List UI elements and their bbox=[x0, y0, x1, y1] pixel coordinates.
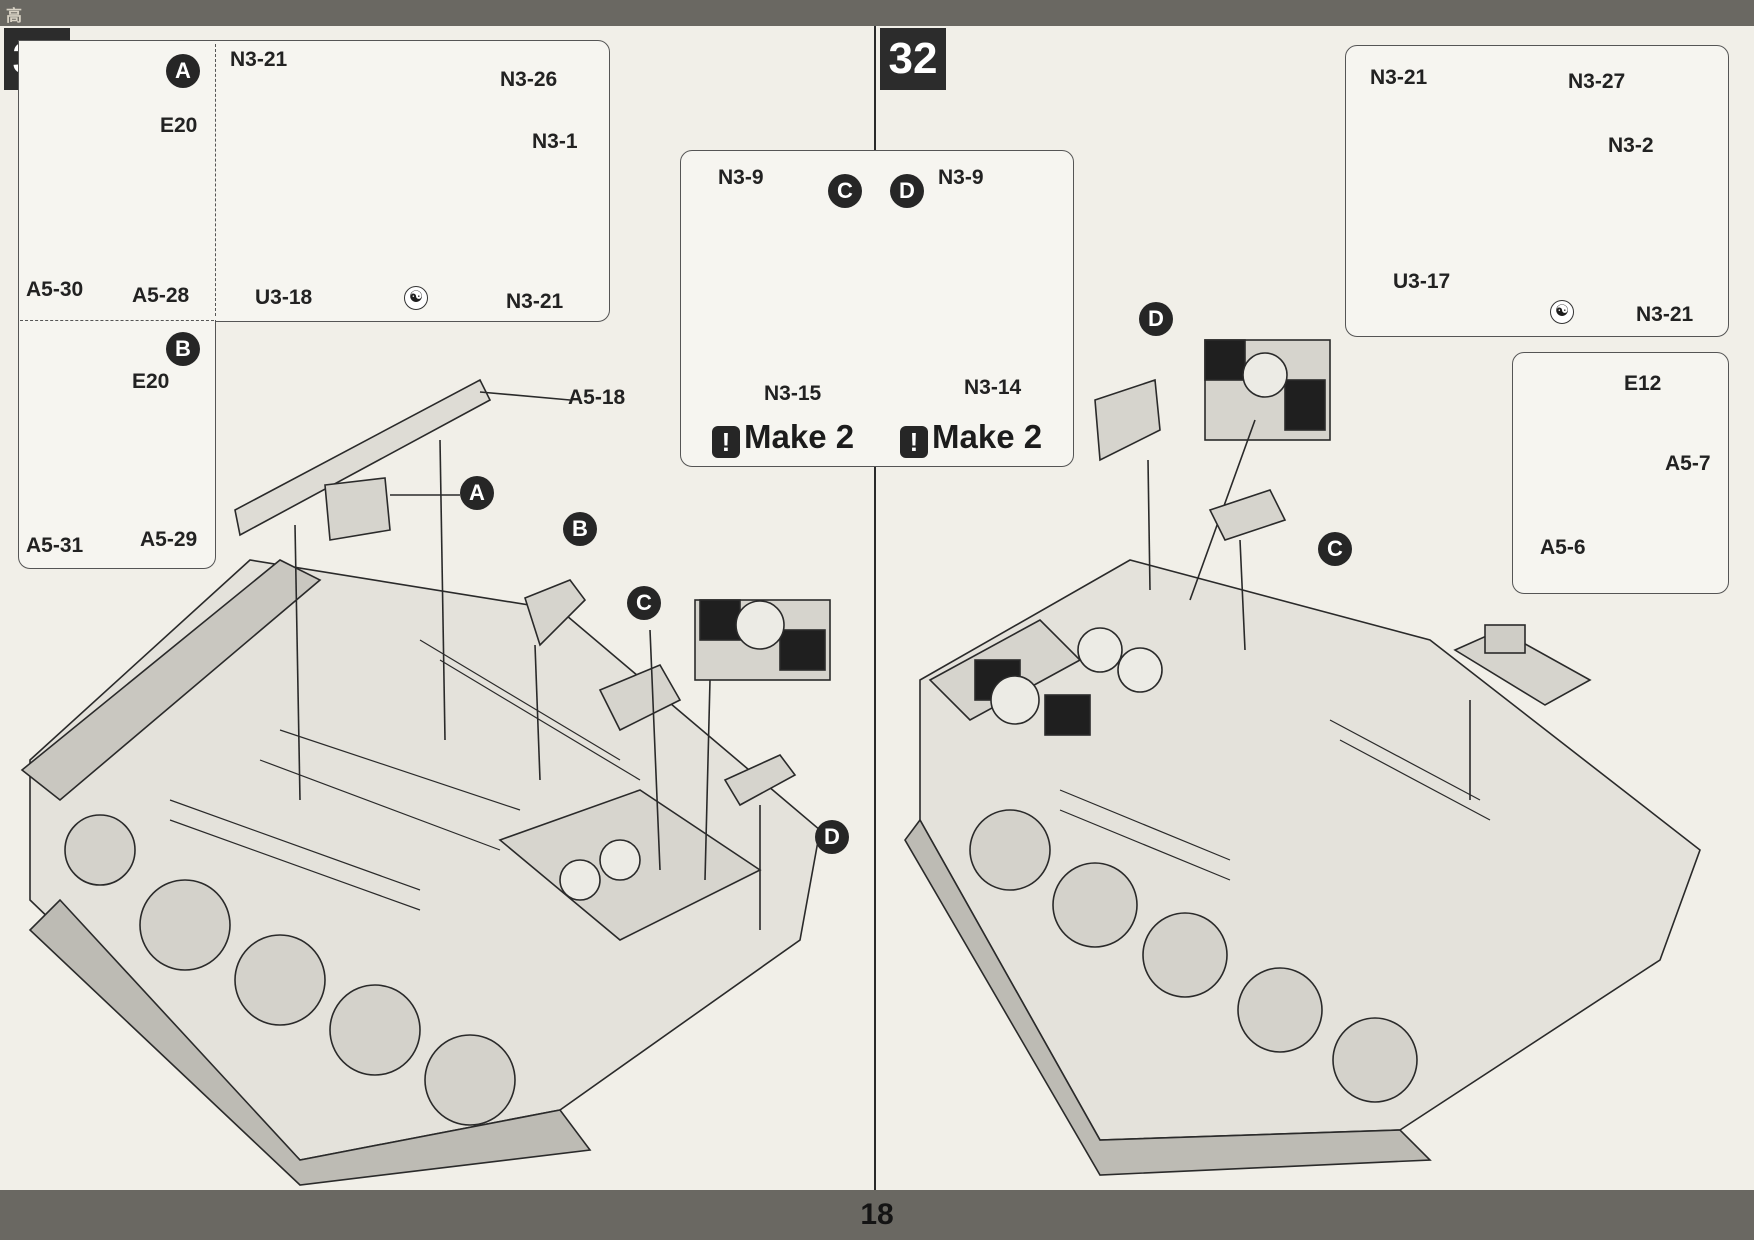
label-u3-17: U3-17 bbox=[1393, 270, 1451, 293]
label-n3-9-c: N3-9 bbox=[718, 166, 764, 189]
main-badge-d-32: D bbox=[1139, 302, 1173, 336]
step-number-32: 32 bbox=[880, 28, 946, 90]
glue-icon: ☯ bbox=[404, 286, 428, 310]
detail-badge-a: A bbox=[166, 54, 200, 88]
label-n3-27: N3-27 bbox=[1568, 70, 1626, 93]
step32-vehicle-drawing bbox=[904, 339, 1701, 1176]
page-number: 18 bbox=[860, 1198, 894, 1231]
label-n3-21-top: N3-21 bbox=[230, 48, 288, 71]
detail-divider-v bbox=[215, 44, 216, 316]
label-n3-21-bottom-32: N3-21 bbox=[1636, 303, 1694, 326]
label-n3-2: N3-2 bbox=[1608, 134, 1654, 157]
label-n3-9-d: N3-9 bbox=[938, 166, 984, 189]
label-a5-7: A5-7 bbox=[1665, 452, 1711, 475]
detail-bubble-32 bbox=[1512, 352, 1729, 594]
main-badge-c-32: C bbox=[1318, 532, 1352, 566]
label-a5-31: A5-31 bbox=[26, 534, 84, 557]
label-n3-21-top-32: N3-21 bbox=[1370, 66, 1428, 89]
main-badge-a: A bbox=[460, 476, 494, 510]
detail-divider-h bbox=[20, 320, 214, 321]
warning-icon: ! bbox=[900, 426, 928, 458]
label-u3-18: U3-18 bbox=[255, 286, 313, 309]
top-band bbox=[0, 0, 1754, 26]
step31-vehicle-drawing bbox=[20, 378, 831, 1186]
make-2-d: !Make 2 bbox=[900, 418, 1042, 458]
sub-badge-c: C bbox=[828, 174, 862, 208]
site-logo: 高 bbox=[6, 8, 24, 25]
detail-badge-b: B bbox=[166, 332, 200, 366]
label-n3-15: N3-15 bbox=[764, 382, 822, 405]
label-e20-a: E20 bbox=[160, 114, 198, 137]
detail-panel-32 bbox=[1345, 45, 1729, 337]
warning-icon: ! bbox=[712, 426, 740, 458]
subassembly-panel bbox=[680, 150, 1074, 467]
main-badge-b: B bbox=[563, 512, 597, 546]
step-divider bbox=[874, 26, 876, 1190]
label-a5-18: A5-18 bbox=[568, 386, 626, 409]
label-n3-14: N3-14 bbox=[964, 376, 1022, 399]
main-badge-c: C bbox=[627, 586, 661, 620]
label-n3-26: N3-26 bbox=[500, 68, 558, 91]
sub-badge-d: D bbox=[890, 174, 924, 208]
label-a5-30: A5-30 bbox=[26, 278, 84, 301]
label-n3-1: N3-1 bbox=[532, 130, 578, 153]
main-badge-d: D bbox=[815, 820, 849, 854]
label-e20-b: E20 bbox=[132, 370, 170, 393]
label-n3-21-bottom: N3-21 bbox=[506, 290, 564, 313]
detail-panel-a bbox=[18, 40, 610, 322]
label-a5-29: A5-29 bbox=[140, 528, 198, 551]
label-a5-28: A5-28 bbox=[132, 284, 190, 307]
glue-icon: ☯ bbox=[1550, 300, 1574, 324]
bottom-band bbox=[0, 1190, 1754, 1240]
label-a5-6: A5-6 bbox=[1540, 536, 1586, 559]
make-2-c: !Make 2 bbox=[712, 418, 854, 458]
label-e12: E12 bbox=[1624, 372, 1662, 395]
